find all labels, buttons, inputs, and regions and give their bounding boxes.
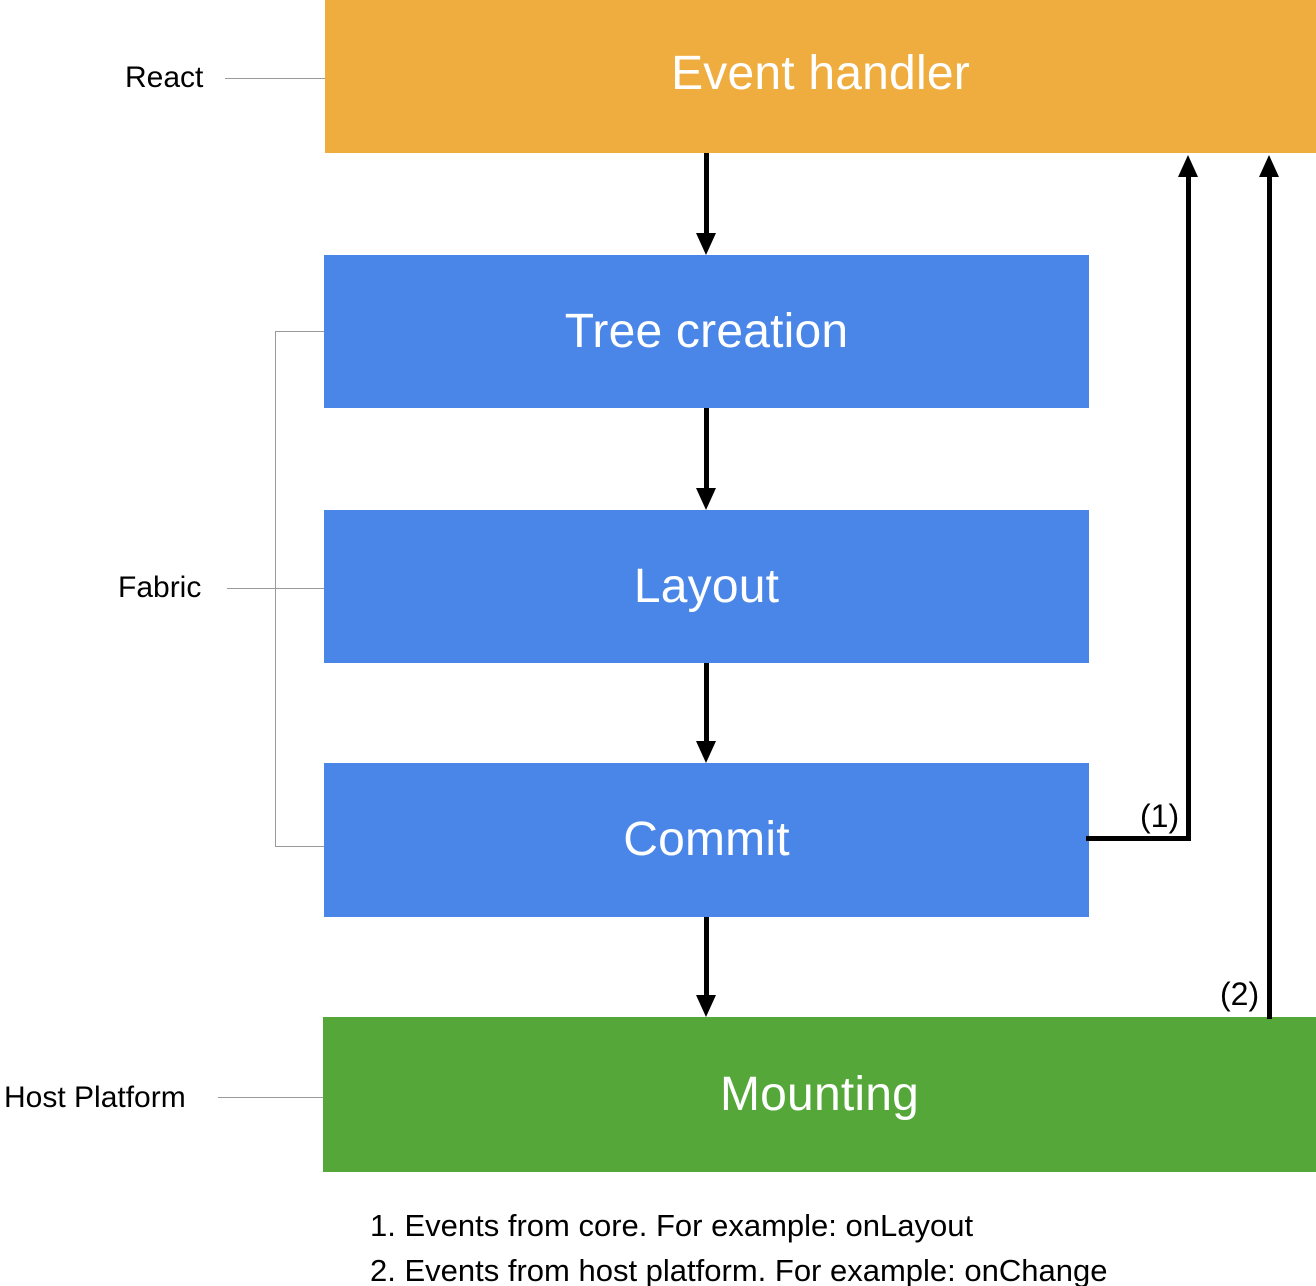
- feedback-1-vertical-segment: [1186, 176, 1191, 841]
- feedback-2-vertical-segment: [1267, 176, 1272, 1019]
- arrow-shaft: [704, 917, 709, 995]
- arrow-shaft: [704, 408, 709, 488]
- feedback-1-arrow-head-up-icon: [1178, 155, 1198, 177]
- leader-line-react: [225, 78, 325, 79]
- arrow-shaft: [704, 153, 709, 233]
- arrow-head-down-icon: [696, 741, 716, 763]
- fabric-bracket-top-stub: [275, 331, 324, 332]
- node-tree-creation: Tree creation: [324, 255, 1089, 408]
- leader-line-host-platform: [218, 1097, 323, 1098]
- node-layout-label: Layout: [633, 559, 780, 613]
- footnote-line-2: 2. Events from host platform. For exampl…: [370, 1253, 1108, 1286]
- layer-label-react: React: [125, 61, 204, 94]
- node-tree-creation-label: Tree creation: [564, 304, 849, 358]
- layer-label-host-platform: Host Platform: [4, 1081, 186, 1114]
- arrow-head-down-icon: [696, 995, 716, 1017]
- fabric-bracket-spine: [275, 331, 276, 847]
- node-event-handler-label: Event handler: [671, 46, 970, 100]
- node-commit-label: Commit: [623, 813, 790, 866]
- feedback-1-horizontal-segment: [1086, 836, 1191, 841]
- node-commit: Commit: [324, 763, 1089, 917]
- footnote-line-1: 1. Events from core. For example: onLayo…: [370, 1208, 974, 1243]
- fabric-bracket-bottom-stub: [275, 846, 324, 847]
- node-event-handler: Event handler: [325, 0, 1316, 153]
- node-mounting: Mounting: [323, 1017, 1316, 1172]
- callout-marker-1: (1): [1140, 798, 1180, 834]
- callout-marker-2: (2): [1220, 976, 1260, 1012]
- arrow-head-down-icon: [696, 488, 716, 510]
- arrow-shaft: [704, 663, 709, 741]
- node-layout: Layout: [324, 510, 1089, 663]
- footnotes: 1. Events from core. For example: onLayo…: [370, 1203, 1107, 1286]
- layer-label-fabric: Fabric: [118, 571, 202, 604]
- feedback-2-arrow-head-up-icon: [1259, 155, 1279, 177]
- node-mounting-label: Mounting: [719, 1067, 920, 1121]
- arrow-head-down-icon: [696, 233, 716, 255]
